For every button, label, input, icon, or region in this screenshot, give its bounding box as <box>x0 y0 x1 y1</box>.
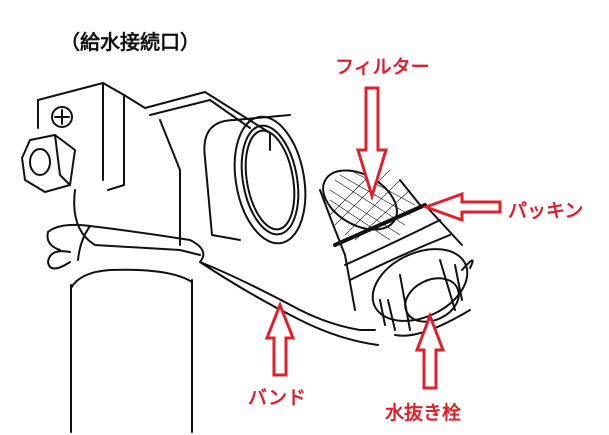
water-supply-inlet-label: （給水接続口） <box>60 30 200 54</box>
supply-pipe <box>70 268 193 433</box>
band-arrow <box>264 300 296 377</box>
packing-arrow <box>421 191 502 223</box>
packing-label: パッキン <box>508 200 584 222</box>
valve-body <box>21 82 307 256</box>
band-label: バンド <box>248 387 306 409</box>
drain-plug-arrow <box>414 311 446 390</box>
filter-mesh <box>329 164 416 241</box>
filter-arrow <box>355 86 389 202</box>
drain-plug-label: 水抜き栓 <box>385 402 462 424</box>
filter-label: フィルター <box>335 56 430 78</box>
band <box>46 223 474 346</box>
